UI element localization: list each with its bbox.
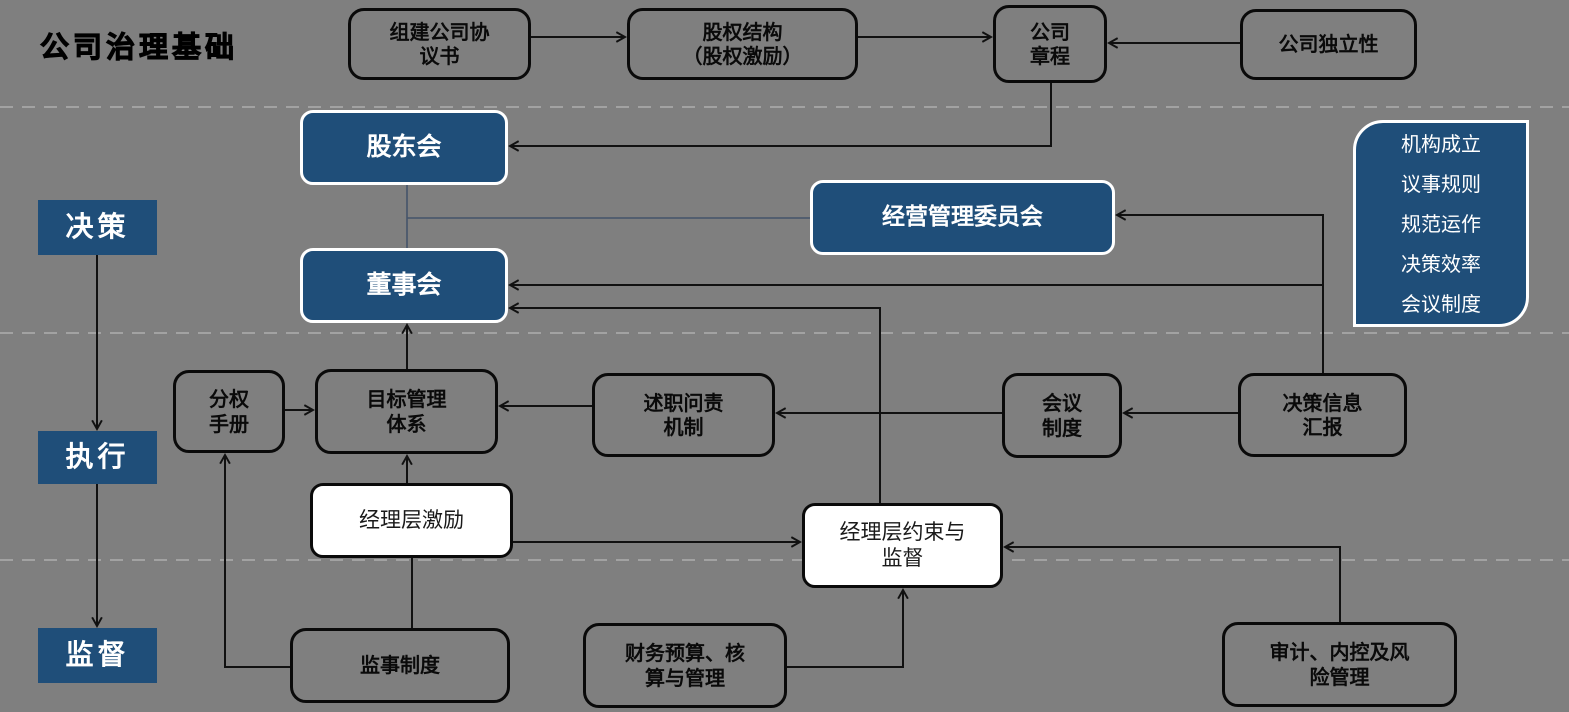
node-manager-restraint: 经理层约束与 监督 [802,503,1003,588]
node-governance-rules: 机构成立 议事规则 规范运作 决策效率 会议制度 [1353,120,1529,327]
node-company-articles: 公司 章程 [993,5,1107,83]
connector-report-to-committee [1115,209,1324,373]
node-finance-budget: 财务预算、核 算与管理 [583,623,787,708]
node-authority-manual: 分权 手册 [173,370,285,453]
node-band-execution: 执行 [38,431,157,484]
node-decision-info-report: 决策信息 汇报 [1238,373,1407,457]
node-target-management: 目标管理 体系 [315,369,498,454]
node-company-independence: 公司独立性 [1240,9,1417,80]
node-founding-agreement: 组建公司协 议书 [348,8,531,80]
node-band-supervision: 监督 [38,628,157,683]
node-manager-incentive: 经理层激励 [310,483,513,558]
node-accountability-mechanism: 述职问责 机制 [592,373,775,457]
node-board-of-directors: 董事会 [300,248,508,323]
node-supervisor-system: 监事制度 [290,628,510,703]
page-title: 公司治理基础 [39,30,239,65]
connector-audit-to-restraint [1003,541,1341,622]
connector-supervisor-to-manual [219,453,290,668]
node-management-committee: 经营管理委员会 [810,180,1115,255]
connector-articles-to-shareholders [508,83,1052,152]
connector-finance-to-restraint [787,588,909,668]
connector-restraint-to-board [508,302,881,503]
node-band-decision: 决策 [38,200,157,255]
node-equity-structure: 股权结构 （股权激励） [627,8,858,80]
node-audit-risk: 审计、内控及风 险管理 [1222,622,1457,707]
node-shareholders-meeting: 股东会 [300,110,508,185]
node-meeting-system: 会议 制度 [1002,373,1122,458]
